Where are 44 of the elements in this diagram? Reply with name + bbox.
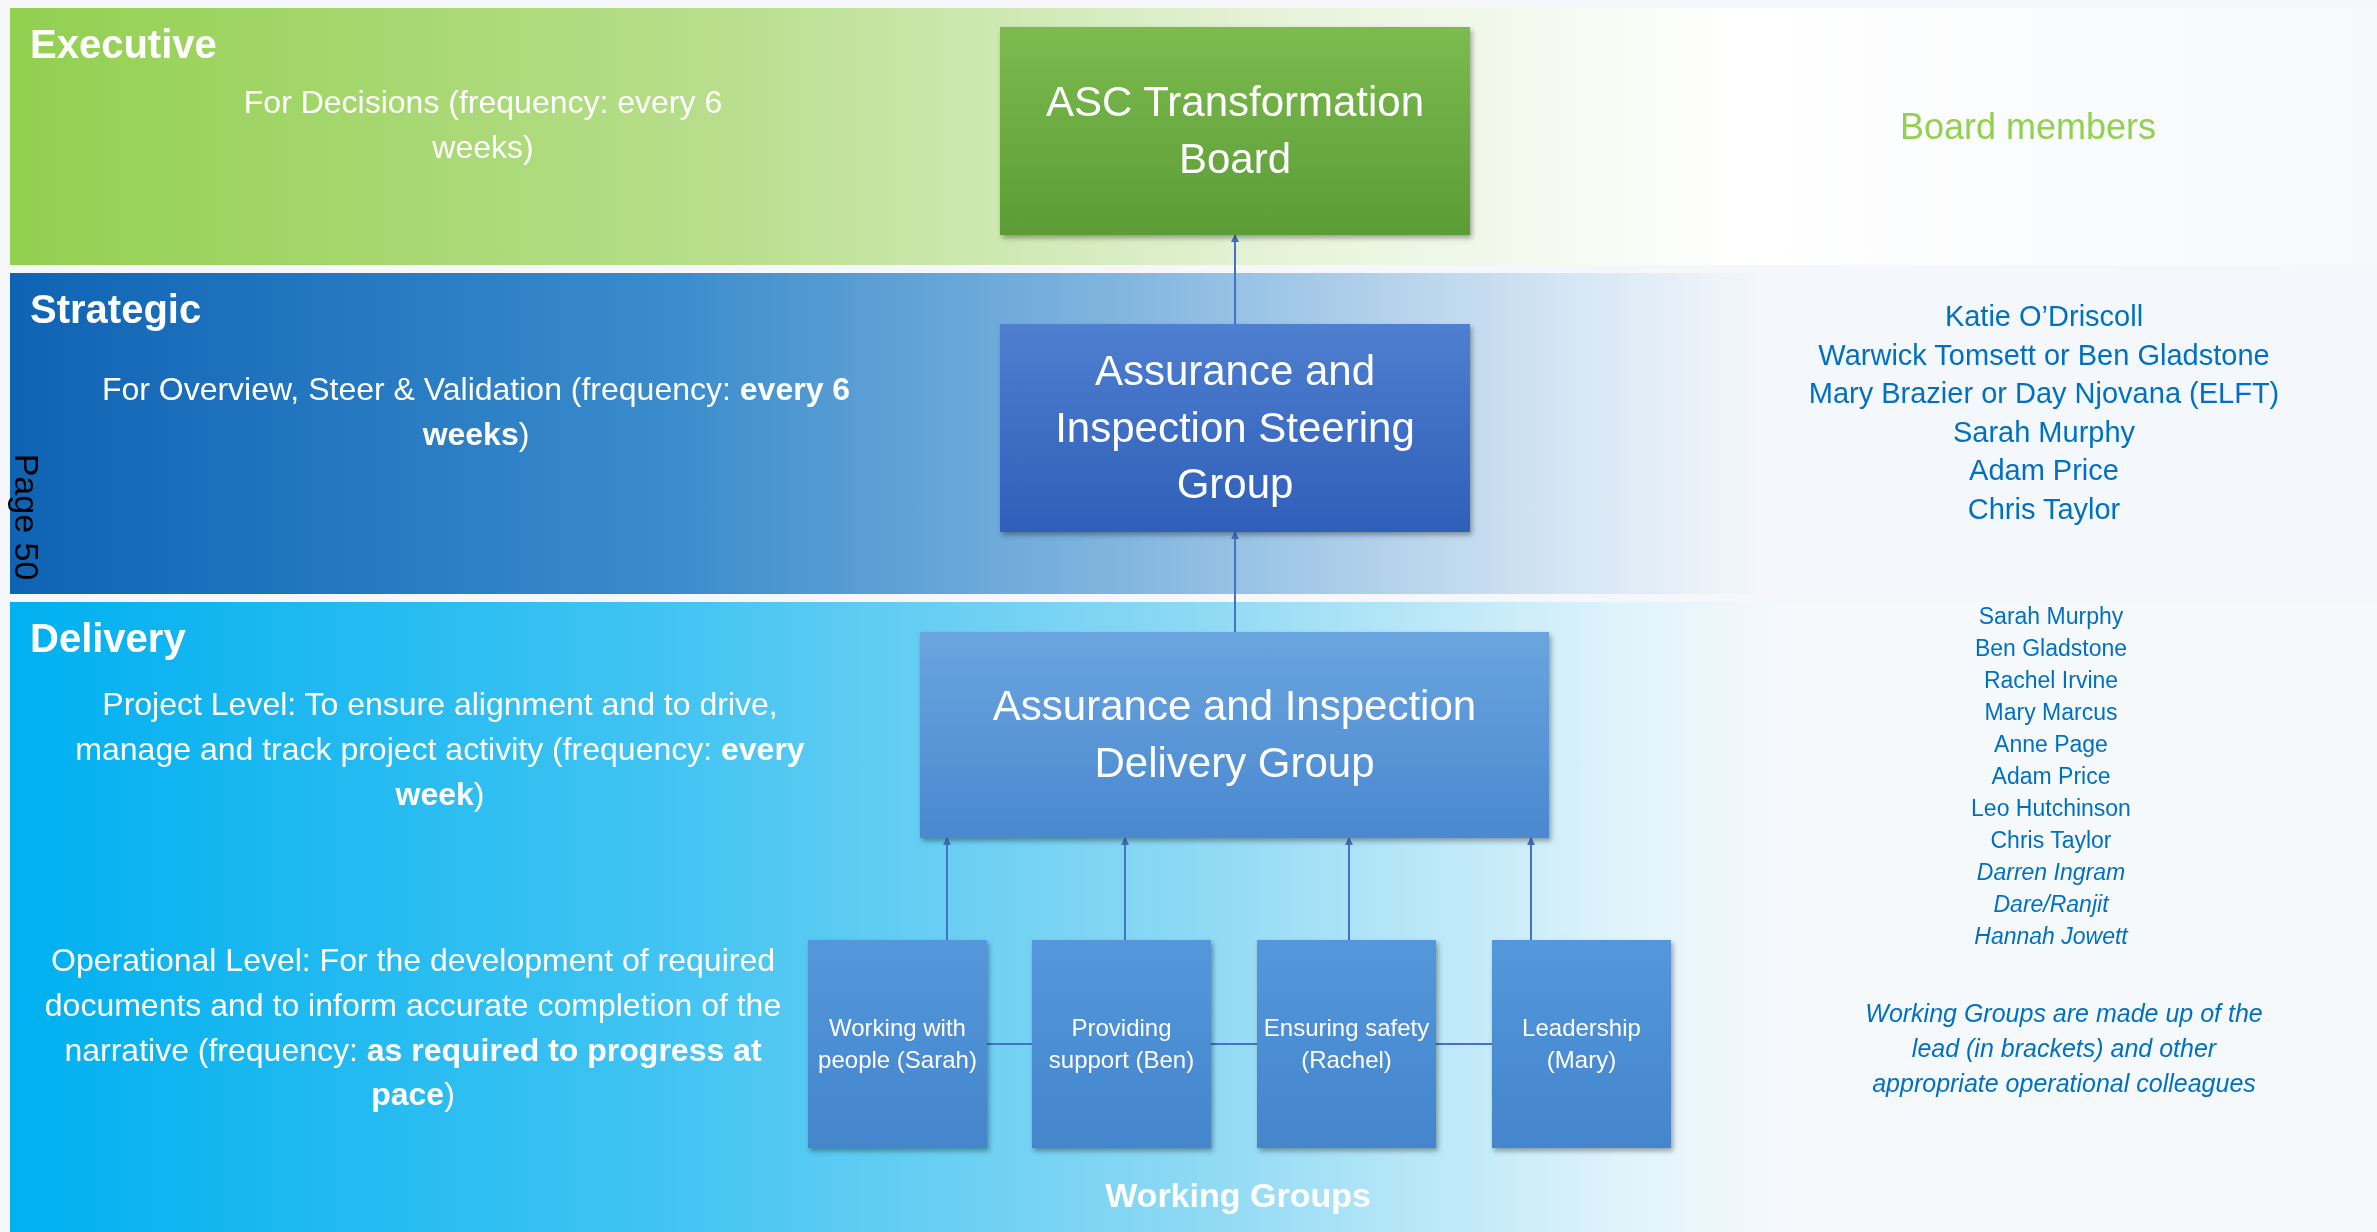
note-text: Working Groups are made up of the lead (in brackets) and other appropriate operational colleagues	[1864, 998, 2264, 1099]
arrow	[1527, 837, 1535, 941]
member-name: Ben Gladstone	[1974, 635, 2128, 662]
list-heading: Board members	[1899, 106, 2157, 148]
member-name: Anne Page	[1994, 731, 2108, 758]
group-box: Assurance and Inspection Steering Group	[1000, 324, 1470, 532]
group-box: ASC Transformation Board	[1000, 27, 1470, 235]
group-label: Working Groups	[1105, 1176, 1371, 1215]
member-name: Hannah Jowett	[1974, 923, 2128, 950]
member-name: Chris Taylor	[1967, 492, 2121, 526]
member-name: Chris Taylor	[1990, 827, 2112, 854]
member-name: Warwick Tomsett or Ben Gladstone	[1818, 338, 2270, 372]
member-name: Adam Price	[1991, 763, 2111, 790]
member-name: Adam Price	[1969, 454, 2119, 487]
member-name: Leo Hutchinson	[1971, 795, 2131, 822]
band-description: For Decisions (frequency: every 6 weeks)	[242, 83, 724, 167]
working-group-box: Ensuring safety (Rachel)	[1257, 940, 1436, 1148]
arrow	[1121, 837, 1129, 941]
arrow	[1231, 234, 1239, 325]
band-description: Project Level: To ensure alignment and to drive, manage and track project activity (frequency: every week)	[74, 685, 806, 814]
arrow	[1231, 531, 1239, 633]
member-name: Darren Ingram	[1976, 859, 2126, 886]
working-group-box: Providing support (Ben)	[1032, 940, 1211, 1148]
group-box: Assurance and Inspection Delivery Group	[920, 632, 1549, 838]
band-description: Operational Level: For the development of required documents and to inform accurate completion of the narrative (frequency: as required to progress at pace)	[43, 941, 783, 1115]
member-name: Sarah Murphy	[1952, 415, 2136, 449]
member-name: Dare/Ranjit	[1993, 891, 2109, 918]
page-number: Page 50	[6, 453, 46, 581]
member-name: Katie O’Driscoll	[1944, 300, 2144, 333]
connector-line	[986, 1043, 1033, 1045]
member-name: Sarah Murphy	[1978, 603, 2124, 630]
member-name: Mary Marcus	[1984, 699, 2118, 726]
working-group-box: Leadership (Mary)	[1492, 940, 1671, 1148]
band-heading: Executive	[30, 22, 217, 67]
connector-line	[1210, 1043, 1258, 1045]
arrow	[1345, 837, 1353, 941]
band-heading: Delivery	[30, 616, 186, 661]
member-name: Mary Brazier or Day Njovana (ELFT)	[1808, 377, 2280, 410]
arrow	[943, 837, 951, 941]
working-group-box: Working with people (Sarah)	[808, 940, 987, 1148]
connector-line	[1435, 1043, 1493, 1045]
band-description: For Overview, Steer & Validation (frequency: every 6 weeks)	[100, 370, 852, 454]
member-name: Rachel Irvine	[1983, 667, 2119, 694]
band-heading: Strategic	[30, 287, 202, 332]
